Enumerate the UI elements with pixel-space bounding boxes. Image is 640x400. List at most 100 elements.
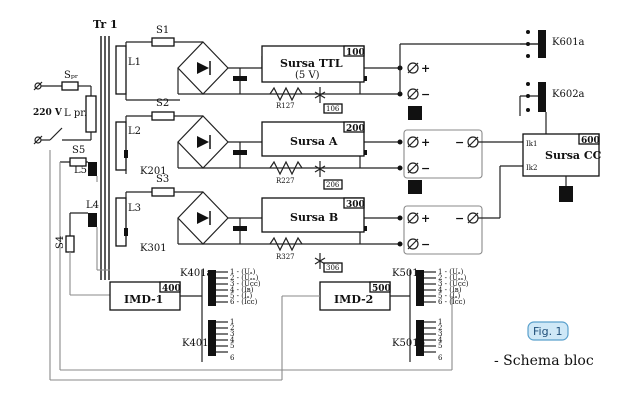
relay-k401a-label: K401a — [180, 268, 213, 279]
winding-l3-label: L3 — [128, 203, 141, 214]
fuse-s4-label: S4 — [55, 236, 66, 249]
relay-k501b-contacts — [416, 320, 436, 356]
terminal-a-minus: − — [421, 162, 430, 175]
k501a-out-2: 2 - (Uₐₙ) — [438, 274, 467, 282]
row-b — [115, 187, 400, 269]
fuse-s5-label: S5 — [72, 145, 85, 156]
terminal-ttl-plus: + — [421, 62, 430, 75]
k401a-out-1: 1 - (Uₐ) — [230, 268, 256, 276]
k501b-out-3: 3 — [438, 330, 442, 338]
supply-b-box — [261, 197, 365, 233]
terminal-b-minus-out: − — [455, 212, 464, 225]
k401a-out-3: 3 - (Uᴄᴄ) — [230, 280, 261, 288]
k501a-out-6: 6 - (Iᴄᴄ) — [438, 298, 466, 306]
ref-106-label: 106 — [326, 105, 340, 113]
relay-k501a-contacts — [416, 270, 436, 306]
resistor-r227-label: R227 — [276, 177, 295, 185]
winding-l4-label: L4 — [86, 200, 99, 211]
ref-306-box — [323, 262, 343, 273]
k501a-out-3: 3 - (Uᴄᴄ) — [438, 280, 469, 288]
fuse-s1-label: S1 — [156, 25, 169, 36]
supply-a-box — [261, 121, 365, 157]
relay-k501a-label: K501a — [392, 268, 425, 279]
terminal-b-plus: + — [421, 212, 430, 225]
relay-k201-label: K201 — [140, 166, 167, 177]
output-terminals — [397, 43, 540, 255]
supply-a-title: Sursa A — [290, 135, 338, 148]
mains-input — [33, 81, 97, 145]
resistor-r327-label: R327 — [276, 253, 295, 261]
k401a-out-5: 5 - (Iₐ) — [230, 292, 252, 300]
k501b-out-6: 6 — [438, 354, 443, 362]
figure-label: Fig. 1 — [533, 325, 563, 338]
relay-k601a-label: K601a — [552, 37, 585, 48]
transformer-core — [100, 36, 110, 280]
supply-a-number: 200 — [346, 124, 365, 134]
supply-ttl-subtitle: (5 V) — [295, 70, 320, 81]
k401b-out-5: 5 — [230, 342, 234, 350]
k401a-out-2: 2 - (Uₐₙ) — [230, 274, 259, 282]
relay-k602a-label: K602a — [552, 89, 585, 100]
imd2-title: IMD-2 — [334, 293, 373, 306]
ref-306-label: 306 — [326, 264, 340, 272]
k401b-out-2: 2 — [230, 324, 234, 332]
k501b-out-4: 4 — [438, 336, 443, 344]
mains-fuse-label: Sₚᵣ — [64, 70, 78, 81]
supply-ttl-title: Sursa TTL — [280, 57, 343, 70]
mains-voltage-label: 220 V — [33, 108, 63, 118]
winding-l5-label: L5 — [74, 165, 87, 176]
k401a-out-6: 6 - (Iᴄᴄ) — [230, 298, 258, 306]
sursa-cc-number: 600 — [581, 136, 600, 146]
row-a — [115, 111, 400, 177]
supply-ttl-number: 100 — [346, 48, 365, 58]
relay-k401a-contacts — [208, 270, 228, 306]
k501a-out-5: 5 - (Iₐ) — [438, 292, 460, 300]
sursa-cc-title: Sursa CC — [545, 149, 602, 162]
relay-k602a — [519, 82, 547, 134]
fuse-s3-label: S3 — [156, 174, 169, 185]
transformer-label: Tr 1 — [93, 18, 118, 31]
k501b-out-2: 2 — [438, 324, 442, 332]
resistor-r127-label: R127 — [276, 102, 295, 110]
figure-badge — [527, 321, 569, 341]
k401b-out-1: 1 — [230, 318, 234, 326]
ref-206-box — [323, 179, 343, 190]
terminal-a-plus: + — [421, 136, 430, 149]
imd2-number: 500 — [372, 284, 391, 294]
k401b-out-6: 6 — [230, 354, 235, 362]
sursa-cc-input2: Ik2 — [526, 164, 537, 172]
fuse-s2-label: S2 — [156, 98, 169, 109]
k401b-out-3: 3 — [230, 330, 234, 338]
winding-l1-label: L1 — [128, 57, 141, 68]
terminal-a-minus-out: − — [455, 136, 464, 149]
k401a-out-4: 4 - (Iʙ) — [230, 286, 254, 294]
relay-k401b-label: K401b — [182, 338, 215, 349]
ref-106-box — [323, 103, 343, 114]
relay-k601a — [520, 30, 546, 58]
ref-206-label: 206 — [326, 181, 340, 189]
relay-k501b-label: K501b — [392, 338, 425, 349]
imd2-box — [49, 150, 411, 381]
k501a-out-4: 4 - (Iʙ) — [438, 286, 462, 294]
mains-lamp-label: L pr. — [64, 108, 87, 119]
sursa-cc-input1: Ik1 — [526, 140, 537, 148]
figure-caption: - Schema bloc — [494, 353, 594, 369]
supply-b-number: 300 — [346, 200, 365, 210]
imd1-title: IMD-1 — [124, 293, 163, 306]
relay-k301-label: K301 — [140, 243, 167, 254]
supply-ttl-box — [261, 45, 365, 83]
imd1-box — [109, 270, 203, 362]
k501a-out-1: 1 - (Uₐ) — [438, 268, 464, 276]
terminal-ttl-minus: − — [421, 88, 430, 101]
relay-k401b-contacts — [208, 320, 228, 356]
k501b-out-1: 1 — [438, 318, 442, 326]
supply-b-title: Sursa B — [290, 211, 338, 224]
imd1-number: 400 — [162, 284, 181, 294]
sursa-cc-box — [522, 133, 600, 202]
k401b-out-4: 4 — [230, 336, 235, 344]
winding-l2-label: L2 — [128, 126, 141, 137]
k501b-out-5: 5 — [438, 342, 442, 350]
terminal-b-minus: − — [421, 238, 430, 251]
aux-windings — [59, 157, 453, 371]
